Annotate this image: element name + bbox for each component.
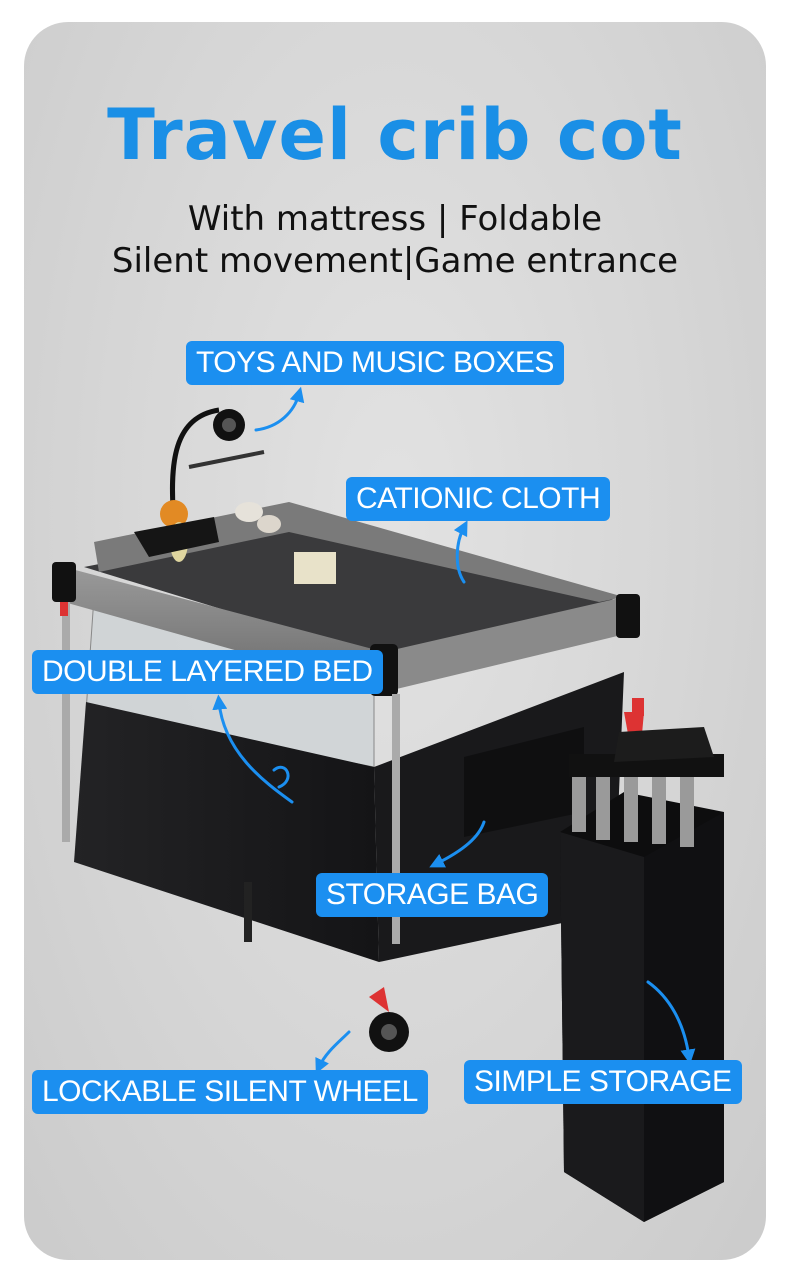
label-simple-storage: SIMPLE STORAGE: [464, 1060, 742, 1104]
label-double-layered-bed: DOUBLE LAYERED BED: [32, 650, 383, 694]
subtitle-features-2: Silent movement|Game entrance: [111, 241, 679, 281]
crib: [52, 502, 644, 1052]
subtitle-features-1: With mattress | Foldable: [187, 199, 603, 239]
label-cationic-cloth: CATIONIC CLOTH: [346, 477, 611, 521]
folded-crib-bag: [560, 712, 724, 1222]
toy-mobile: [134, 407, 281, 562]
product-title: Travel crib cot: [107, 94, 683, 176]
label-lockable-silent-wheel: LOCKABLE SILENT WHEEL: [32, 1070, 428, 1114]
label-toys-and-music-boxes: TOYS AND MUSIC BOXES: [186, 341, 564, 385]
callout-arrows: [212, 386, 696, 1074]
label-storage-bag: STORAGE BAG: [316, 873, 549, 917]
product-card: Travel crib cot With mattress | Foldable…: [24, 22, 766, 1260]
